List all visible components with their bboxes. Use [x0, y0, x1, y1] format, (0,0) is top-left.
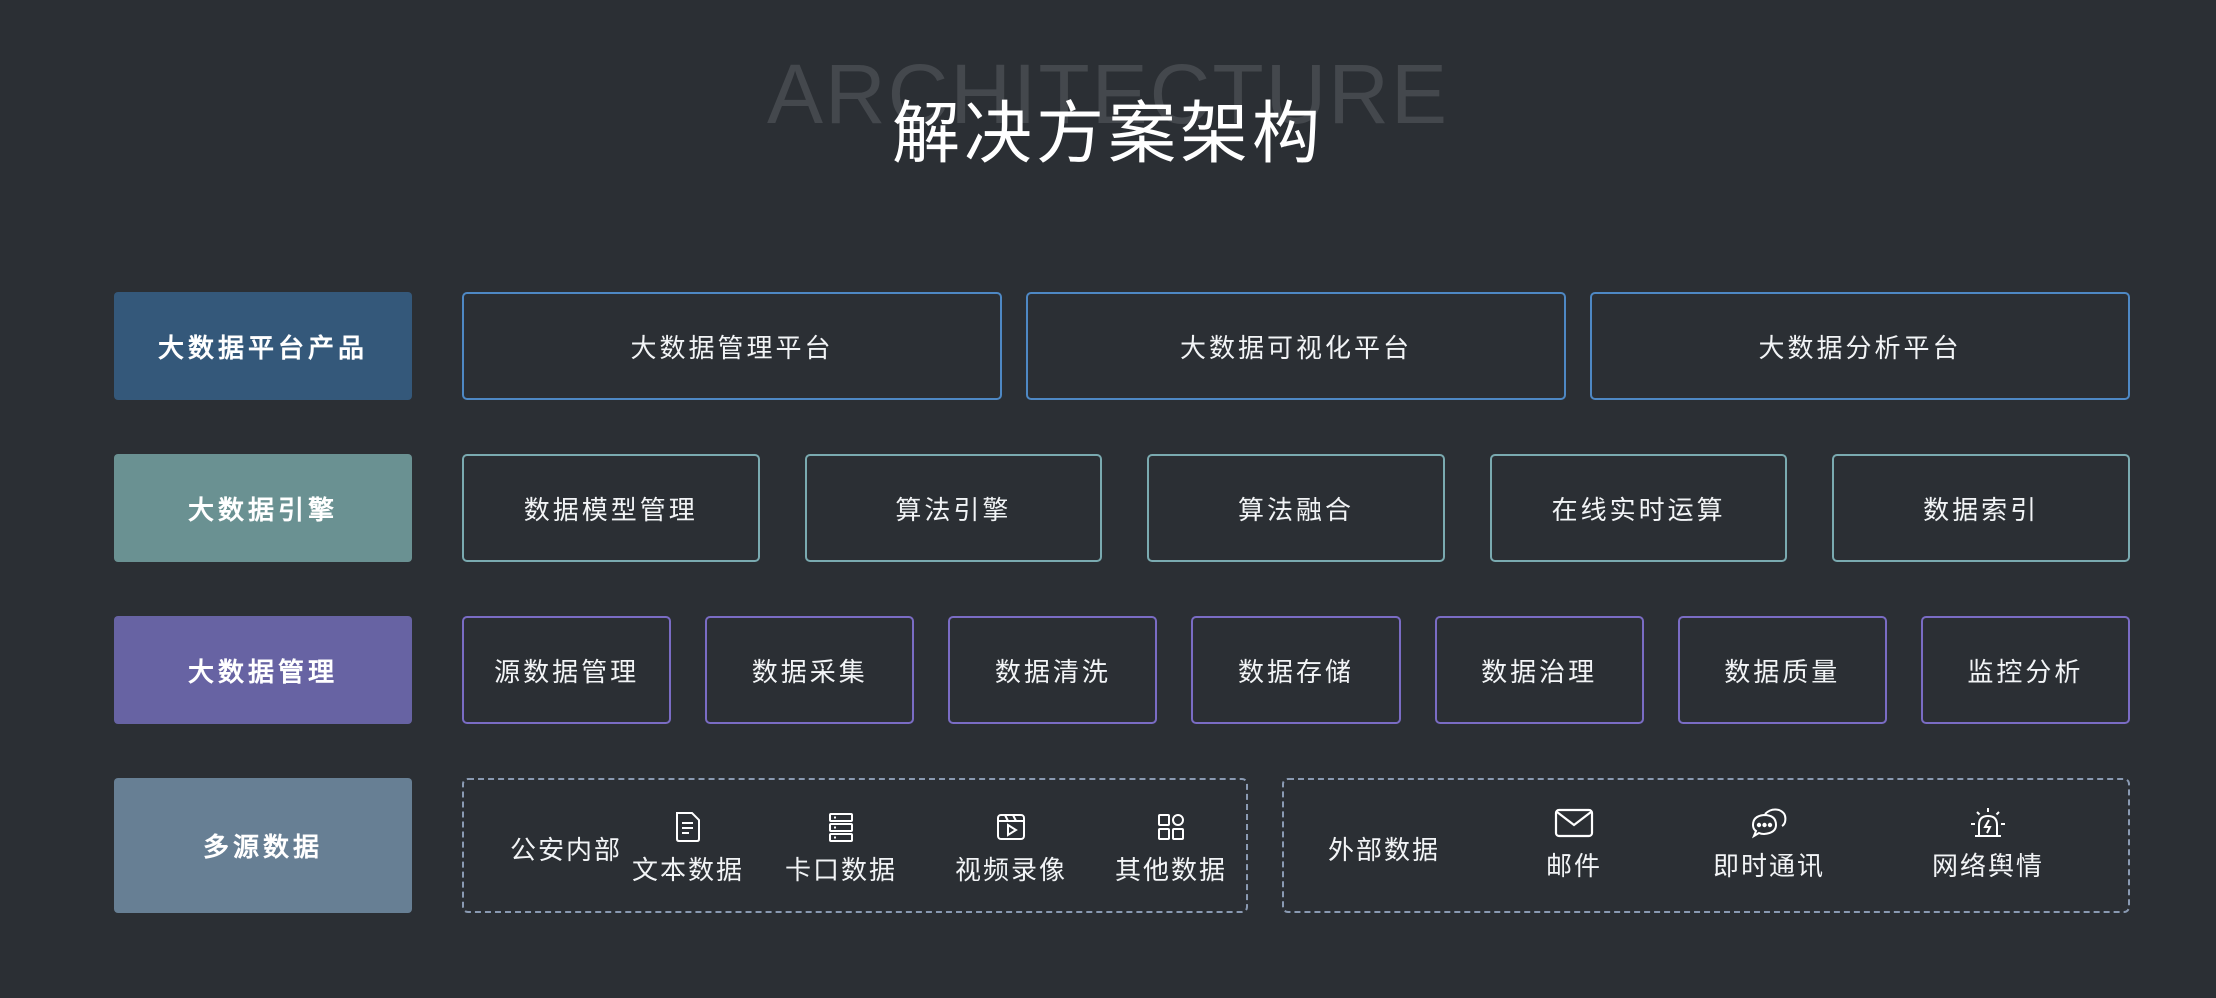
document-icon [676, 812, 700, 842]
source-item-label: 卡口数据 [784, 856, 897, 886]
chat-icon [1751, 808, 1787, 839]
source-item-label: 文本数据 [631, 856, 744, 886]
internal-sources-group: 公安内部 文本数据 卡口数据 [462, 778, 1248, 913]
management-item: 数据治理 [1434, 616, 1644, 724]
management-row: 源数据管理 数据采集 数据清洗 数据存储 数据治理 数据质量 监控分析 [462, 616, 2130, 724]
source-item-label: 即时通讯 [1712, 852, 1825, 882]
management-item: 数据采集 [705, 616, 915, 724]
layer-label-management: 大数据管理 [114, 616, 412, 724]
engine-item: 数据索引 [1832, 454, 2130, 562]
engine-item: 在线实时运算 [1489, 454, 1788, 562]
source-item-im: 即时通讯 [1689, 806, 1849, 883]
video-icon [997, 814, 1025, 840]
internal-sources-title: 公安内部 [510, 836, 623, 866]
platform-item: 大数据可视化平台 [1026, 292, 1566, 400]
alarm-icon [1971, 808, 2005, 837]
source-item-public-opinion: 网络舆情 [1908, 806, 2068, 883]
external-sources-title: 外部数据 [1328, 836, 1441, 866]
engine-item: 算法引擎 [804, 454, 1103, 562]
engine-item: 数据模型管理 [462, 454, 760, 562]
engine-item: 算法融合 [1147, 454, 1445, 562]
mail-icon [1554, 808, 1594, 838]
platform-item: 大数据分析平台 [1590, 292, 2130, 400]
external-sources-group: 外部数据 邮件 即时通讯 [1282, 778, 2130, 913]
page-title: 解决方案架构 [891, 95, 1324, 174]
management-item: 数据清洗 [948, 616, 1158, 724]
background-watermark-text: ARCHITECTURE [766, 47, 1449, 141]
source-item-label: 其他数据 [1114, 856, 1227, 886]
platform-item: 大数据管理平台 [462, 292, 1002, 400]
source-item-label: 视频录像 [954, 856, 1067, 886]
engine-row: 数据模型管理 算法引擎 算法融合 在线实时运算 数据索引 [462, 454, 2130, 562]
source-item-video: 视频录像 [931, 810, 1091, 887]
source-item-text: 文本数据 [608, 810, 768, 887]
layer-label-engine: 大数据引擎 [114, 454, 412, 562]
grid-icon [1158, 814, 1184, 840]
source-item-checkpoint: 卡口数据 [761, 810, 921, 887]
management-item: 数据存储 [1191, 616, 1401, 724]
layer-label-platform: 大数据平台产品 [114, 292, 412, 400]
management-item: 源数据管理 [462, 616, 672, 724]
source-item-label: 网络舆情 [1931, 852, 2044, 882]
platform-row: 大数据管理平台 大数据可视化平台 大数据分析平台 [462, 292, 2130, 400]
management-item: 监控分析 [1920, 616, 2130, 724]
server-stack-icon [829, 813, 853, 842]
source-item-mail: 邮件 [1494, 806, 1654, 883]
layer-label-sources: 多源数据 [114, 778, 412, 913]
source-item-other: 其他数据 [1091, 810, 1251, 887]
management-item: 数据质量 [1677, 616, 1887, 724]
source-item-label: 邮件 [1545, 852, 1602, 882]
